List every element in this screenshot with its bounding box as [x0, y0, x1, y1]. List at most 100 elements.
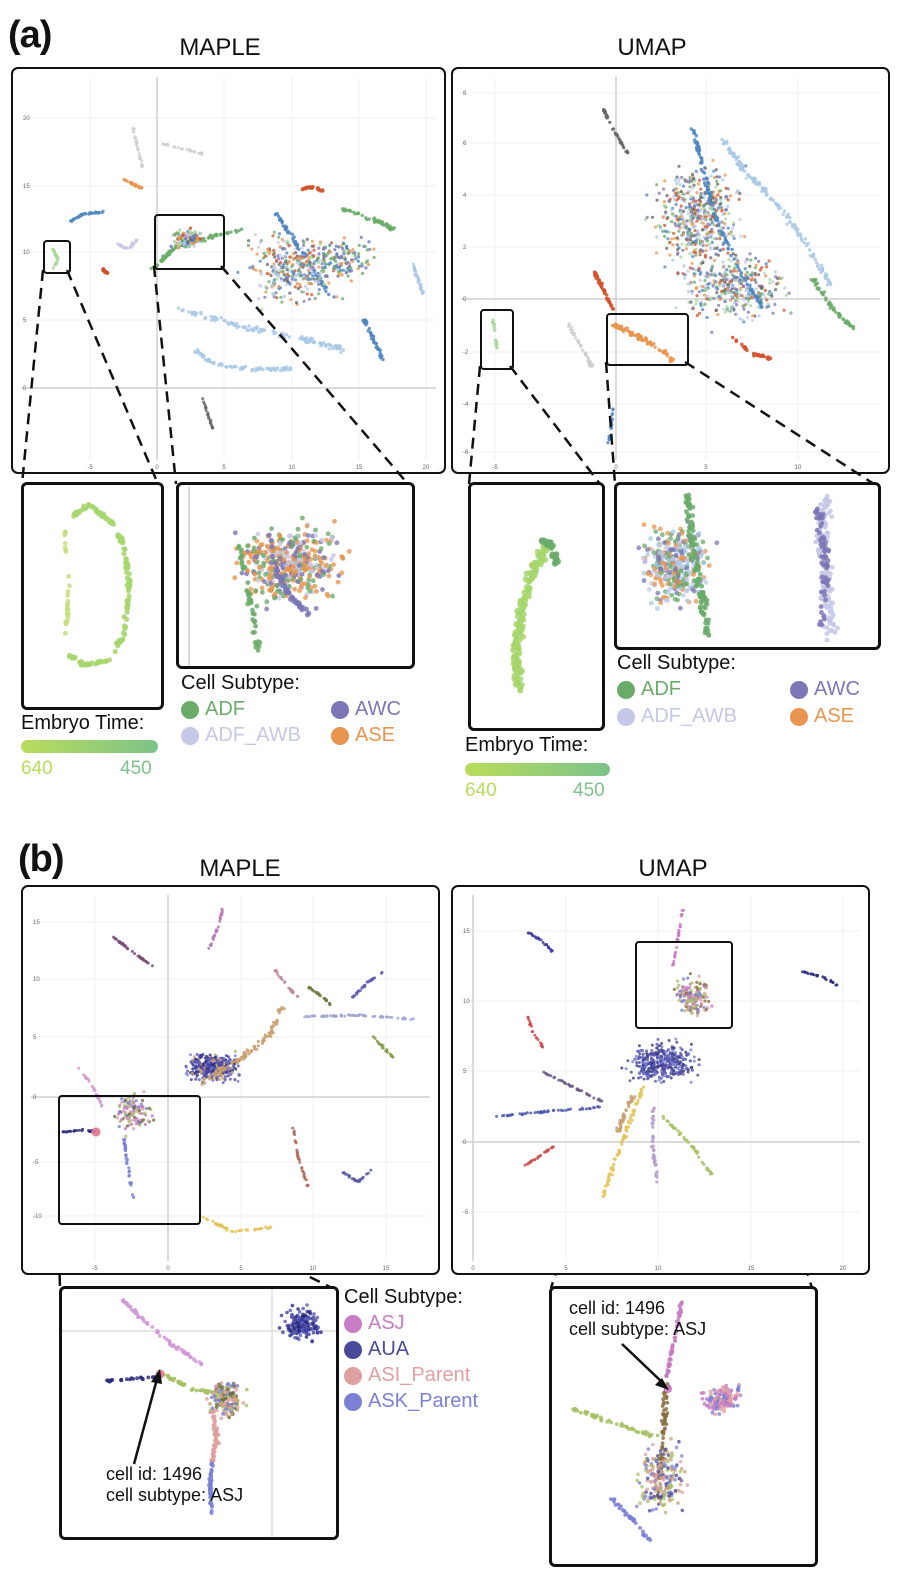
data-point: [605, 116, 609, 120]
data-point: [294, 278, 298, 282]
data-point: [327, 342, 331, 347]
data-point: [262, 251, 266, 255]
data-point: [689, 205, 693, 209]
data-point: [300, 1166, 304, 1170]
data-point: [328, 250, 332, 254]
data-point: [203, 239, 207, 243]
data-point: [275, 258, 279, 262]
data-point: [733, 293, 737, 297]
data-point: [693, 229, 697, 233]
data-point: [317, 292, 321, 296]
data-point: [328, 1014, 332, 1018]
data-point: [250, 327, 254, 331]
data-point: [783, 286, 787, 290]
data-point: [619, 141, 623, 145]
data-point: [750, 273, 754, 277]
data-point: [129, 245, 133, 249]
data-point: [826, 279, 831, 284]
data-point: [173, 233, 177, 237]
data-point: [705, 555, 710, 561]
data-point: [346, 549, 352, 554]
roi-a-maple-1: [43, 240, 71, 274]
data-point: [319, 568, 325, 574]
data-point: [192, 244, 196, 248]
data-point: [642, 559, 648, 565]
data-point: [328, 243, 332, 247]
data-point: [318, 240, 323, 244]
data-point: [657, 191, 661, 195]
data-point: [703, 225, 707, 229]
data-point: [334, 540, 340, 546]
data-point: [688, 185, 692, 189]
data-point: [837, 315, 842, 319]
data-point: [232, 530, 238, 536]
data-point: [339, 570, 345, 576]
data-point: [593, 271, 597, 275]
data-point: [324, 289, 328, 293]
data-point: [300, 605, 306, 611]
data-point: [416, 278, 420, 283]
data-point: [269, 544, 275, 550]
data-point: [345, 247, 349, 251]
data-point: [771, 280, 775, 284]
data-point: [701, 260, 705, 265]
data-point: [671, 213, 675, 217]
data-point: [782, 209, 787, 213]
data-point: [700, 158, 704, 163]
data-point: [674, 202, 678, 207]
data-point: [284, 283, 288, 287]
data-point: [396, 1016, 400, 1020]
data-point: [829, 514, 835, 519]
data-point: [184, 1072, 188, 1075]
data-point: [379, 356, 383, 360]
data-point: [306, 259, 310, 263]
data-point: [660, 550, 665, 556]
data-point: [285, 239, 289, 243]
data-point: [583, 352, 588, 357]
data-point: [188, 148, 192, 152]
data-point: [302, 299, 306, 303]
data-point: [655, 198, 659, 202]
data-point: [337, 271, 341, 276]
data-point: [181, 147, 184, 151]
data-point: [123, 560, 129, 566]
y-tick-label: 5: [23, 318, 27, 324]
data-point: [825, 502, 830, 508]
data-point: [679, 212, 683, 217]
data-point: [638, 337, 642, 341]
data-point: [239, 561, 245, 567]
zoom-a-umap-1: [468, 482, 605, 731]
data-point: [252, 611, 257, 617]
data-point: [349, 279, 353, 283]
x-tick-label: 5: [239, 1266, 243, 1272]
data-point: [518, 615, 525, 622]
data-point: [824, 493, 830, 499]
data-point: [617, 138, 621, 142]
data-point: [302, 552, 308, 557]
data-point: [342, 252, 346, 256]
data-point: [217, 363, 221, 367]
data-point: [285, 251, 289, 255]
data-point: [211, 1219, 215, 1223]
data-point: [353, 254, 357, 258]
data-point: [676, 251, 680, 255]
data-point: [82, 505, 88, 511]
data-point: [835, 625, 840, 631]
data-point: [366, 263, 371, 267]
data-point: [77, 1066, 81, 1070]
data-point: [662, 351, 666, 355]
data-point: [325, 568, 331, 574]
data-point: [292, 552, 297, 558]
data-point: [164, 254, 169, 259]
data-point: [759, 292, 763, 296]
data-point: [271, 548, 277, 553]
data-point: [646, 587, 652, 592]
data-point: [735, 303, 739, 307]
data-point: [678, 545, 683, 550]
data-point: [817, 537, 823, 543]
data-point: [688, 556, 694, 561]
data-point: [704, 249, 708, 253]
data-point: [697, 571, 703, 577]
data-point: [722, 231, 726, 236]
data-point: [245, 543, 250, 549]
